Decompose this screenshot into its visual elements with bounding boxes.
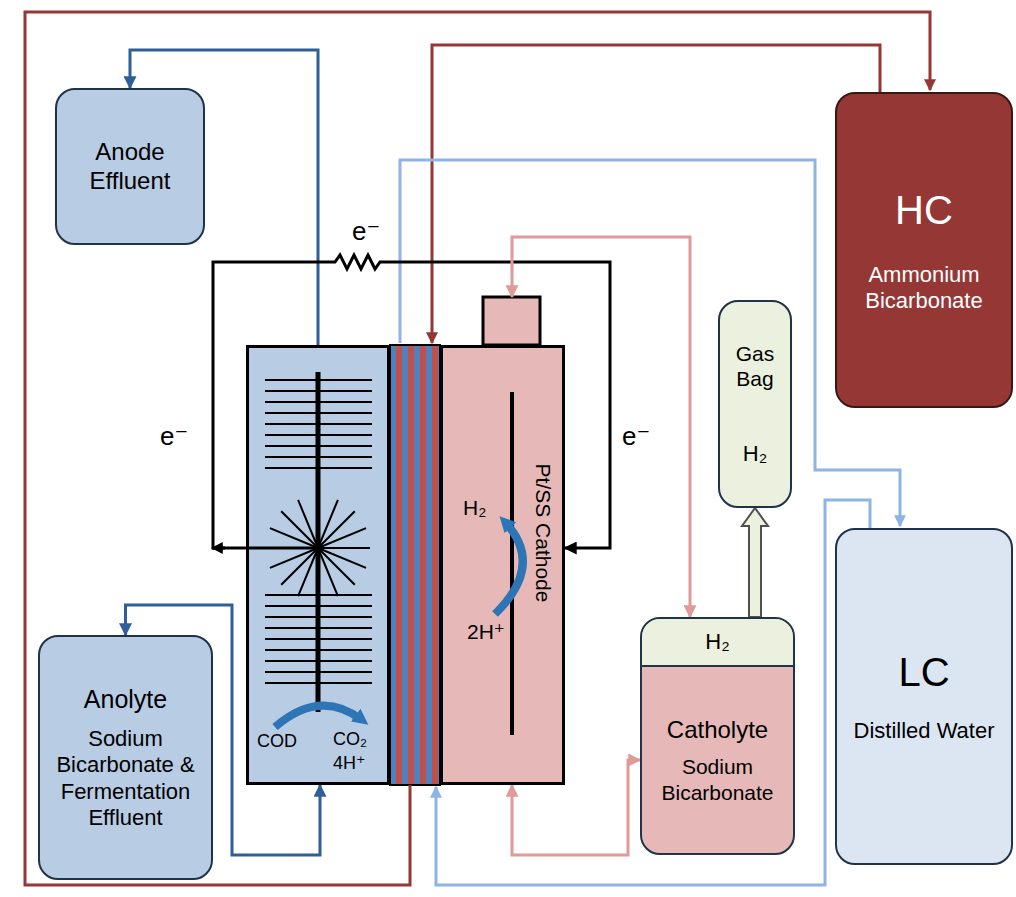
- node-text: Sodium Bicarbonate: [650, 754, 785, 804]
- bristle: [265, 605, 372, 607]
- flow-connector: [512, 760, 640, 855]
- bristle: [318, 511, 355, 548]
- node-text: 2H⁺: [467, 620, 505, 643]
- bristle: [265, 434, 372, 436]
- node-text: Gas Bag: [730, 341, 780, 391]
- reduction-arrow: [495, 522, 523, 614]
- lc-loop-line: [436, 500, 870, 885]
- node-text: CO₂: [333, 730, 367, 750]
- hc-loop-line: [432, 45, 880, 343]
- lc-tank: LC Distilled Water: [835, 528, 1013, 865]
- bristle: [265, 638, 372, 640]
- hc-loop-line: [25, 12, 930, 885]
- bristle: [265, 616, 372, 618]
- cathode-chamber-fill: [440, 345, 565, 785]
- bristle: [265, 682, 372, 684]
- bristle: [265, 467, 372, 469]
- effluent-tank: Anode Effluent: [55, 88, 205, 245]
- bristle: [270, 548, 318, 568]
- node-text: COD: [257, 732, 297, 752]
- anode-chamber-fill: [246, 345, 390, 785]
- anolyte-tank: AnolyteSodium Bicarbonate & Fermentation…: [38, 635, 213, 880]
- cathode-cap: [483, 297, 540, 345]
- bristle: [265, 401, 372, 403]
- electron-label: e⁻: [160, 423, 188, 449]
- bristle: [265, 379, 372, 381]
- flow-connector: [512, 237, 690, 617]
- catholyte-body: CatholyteSodium Bicarbonate: [642, 667, 793, 853]
- electron-label: e⁻: [352, 218, 380, 244]
- bristle: [265, 423, 372, 425]
- node-text: LC: [898, 648, 949, 696]
- node-text: H₂: [463, 496, 486, 519]
- catholyte-tank: H₂CatholyteSodium Bicarbonate: [640, 617, 795, 855]
- node-text: Ammonium Bicarbonate: [847, 262, 1001, 315]
- bristle: [318, 548, 338, 596]
- bristle: [265, 649, 372, 651]
- membrane-stack: [390, 345, 440, 785]
- bristle: [265, 671, 372, 673]
- lc-loop-line: [400, 160, 900, 526]
- anode-chamber: COD CO₂ 4H⁺: [246, 345, 390, 785]
- bristle: [265, 412, 372, 414]
- bristle: [265, 456, 372, 458]
- bristle: [317, 496, 319, 548]
- bristle: [298, 500, 318, 548]
- bristle: [318, 547, 370, 549]
- node-text: Anode Effluent: [67, 138, 193, 196]
- node-text: Anolyte: [84, 684, 167, 714]
- bristle: [265, 445, 372, 447]
- gas-bag: Gas BagH₂: [718, 300, 792, 508]
- bristle: [265, 660, 372, 662]
- node-text: Pt/SS Cathode: [531, 464, 554, 603]
- node-text: Sodium Bicarbonate & Fermentation Efflue…: [50, 726, 201, 832]
- bristle: [265, 390, 372, 392]
- electron-label: e⁻: [622, 423, 650, 449]
- hc-tank: HC Ammonium Bicarbonate: [835, 92, 1013, 408]
- cathode-chamber: H₂ 2H⁺ Pt/SS Cathode: [440, 345, 565, 785]
- node-text: 4H⁺: [333, 754, 366, 774]
- flow-connector: [742, 508, 768, 617]
- bristle: [281, 511, 318, 548]
- bristle: [317, 548, 319, 600]
- node-text: Catholyte: [667, 716, 768, 745]
- bristle: [318, 528, 366, 548]
- bristle: [318, 548, 355, 585]
- node-text: HC: [895, 186, 953, 234]
- bristle: [281, 548, 318, 585]
- node-text: H₂: [743, 441, 767, 467]
- oxidation-arrow: [275, 706, 362, 727]
- node-text: H₂: [642, 619, 793, 667]
- node-text: Distilled Water: [854, 718, 995, 744]
- brush-anode: [265, 372, 372, 712]
- bristle: [265, 627, 372, 629]
- anode-wire: [248, 547, 318, 550]
- cathode-rod: [510, 392, 514, 735]
